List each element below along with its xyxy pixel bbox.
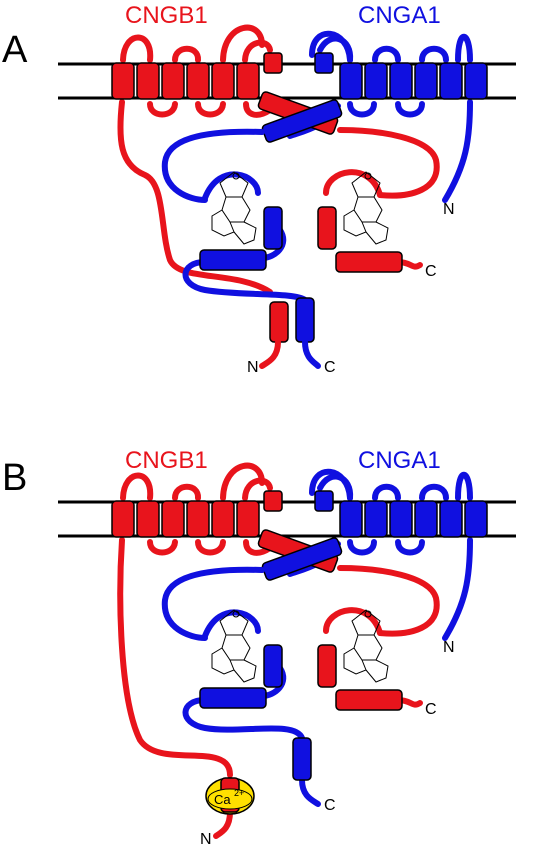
panel-b-cngb1-title: CNGB1: [125, 447, 208, 474]
panel-a-terminal-helices: [269, 297, 315, 343]
panel-a-clinker-helices: [257, 91, 343, 143]
panel-b-calmodulin: [205, 777, 255, 815]
panel-b-right-c-label: C: [425, 701, 437, 718]
panel-b-ion-label: Ca: [214, 792, 231, 807]
panel-a-left-n-label: N: [247, 359, 259, 376]
panel-b-cnga1-title: CNGA1: [358, 447, 441, 474]
panel-a-letter: A: [2, 29, 28, 71]
panel-b-cgmp-right: [343, 609, 389, 683]
panel-a-right-c-label: C: [425, 263, 437, 280]
panel-a-cnga1-helices: [314, 52, 488, 100]
panel-b-ion-charge: 2+: [234, 788, 244, 798]
panel-b-cnbd-helices: [199, 644, 403, 781]
panel-b-right-n-label: N: [443, 639, 455, 656]
panel-a-red-linker: [323, 127, 440, 270]
panel-a-terminal-tails: [259, 339, 321, 369]
panel-b-cngb1-helices: [111, 490, 283, 538]
panel-a-blue-linker: [161, 128, 308, 303]
panel-a-cnbd-helices: [199, 206, 403, 273]
panel-b-cgmp-left: [211, 609, 257, 683]
panel-b-clinker-helices: [257, 529, 343, 581]
panel-b-left-c-label: C: [324, 797, 336, 814]
panel-b: B CNGB1 CNGA1: [2, 447, 516, 848]
panel-a-right-n-label: N: [443, 201, 455, 218]
panel-a-cnga1-loops: [287, 30, 473, 203]
panel-a-cgmp-left: [211, 171, 257, 245]
panel-a-cngb1-title: CNGB1: [125, 2, 208, 29]
panel-b-left-n-label: N: [200, 831, 212, 848]
panel-b-letter: B: [2, 457, 27, 499]
panel-a-left-c-label: C: [324, 359, 336, 376]
panel-b-cnga1-helices: [314, 490, 488, 538]
panel-a-cngb1-helices: [111, 52, 283, 100]
panel-a: A CNGB1 CNGA1: [2, 2, 516, 376]
panel-a-cnga1-title: CNGA1: [358, 2, 441, 29]
panel-a-cgmp-right: [343, 171, 389, 245]
